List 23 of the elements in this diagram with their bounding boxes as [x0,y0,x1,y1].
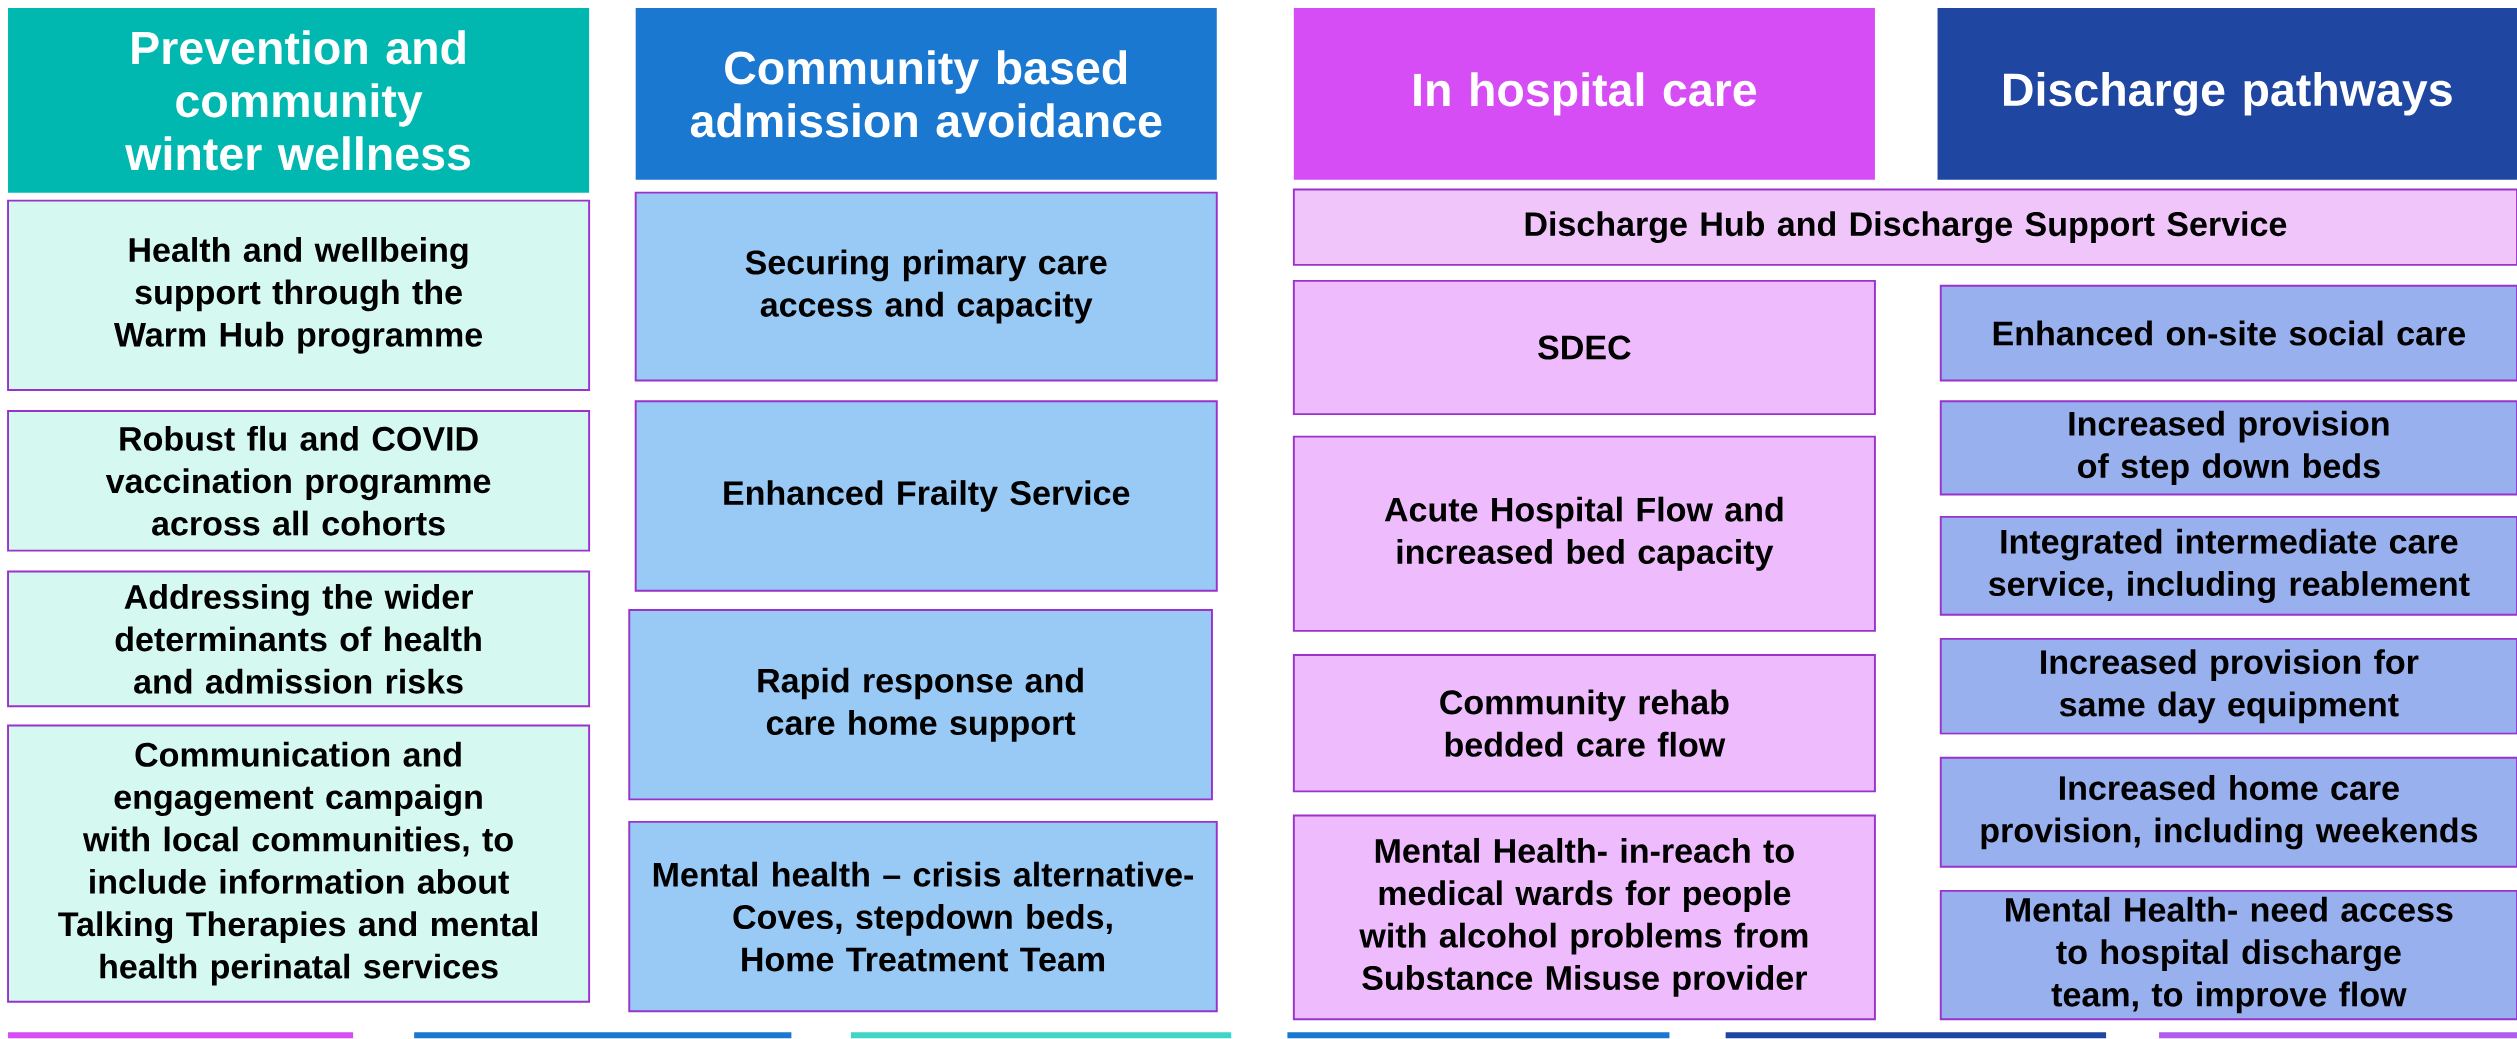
text-box: Increased provision for same day equipment [1939,638,2517,735]
text-box: Integrated intermediate care service, including reablement [1939,516,2517,616]
text-box: Discharge Hub and Discharge Support Service [1292,188,2517,267]
header-box: In hospital care [1293,8,1875,180]
text-box: Mental Health- need access to hospital discharge team, to improve flow [1939,890,2517,1021]
text-box: Enhanced Frailty Service [634,400,1218,592]
text-box: Community rehab bedded care flow [1292,654,1876,793]
header-box: Community based admission avoidance [635,8,1217,180]
text-box: Mental health – crisis alternative- Coves, stepdown beds, Home Treatment Team [628,821,1218,1013]
text-box: Health and wellbeing support through the Warm Hub programme [7,199,591,392]
text-box: Acute Hospital Flow and increased bed capacity [1292,435,1876,633]
text-box: Rapid response and care home support [628,609,1213,801]
text-box: Mental Health- in-reach to medical wards for people with alcohol problems from Substance Misuse provider [1292,814,1876,1021]
header-box: Prevention and community winter wellness [8,8,590,193]
text-box: Enhanced on-site social care [1939,284,2517,382]
text-box: Communication and engagement campaign with local communities, to include information about Talking Therapies and mental health perinatal services [7,724,591,1003]
header-box: Discharge pathways [1937,8,2517,180]
text-box: Increased home care provision, including weekends [1939,756,2517,868]
text-box: Addressing the wider determinants of health and admission risks [7,570,591,708]
text-box: Increased provision of step down beds [1939,400,2517,496]
text-box: Robust flu and COVID vaccination programme across all cohorts [7,410,591,552]
text-box: Securing primary care access and capacity [634,191,1218,382]
text-box: SDEC [1292,280,1876,416]
